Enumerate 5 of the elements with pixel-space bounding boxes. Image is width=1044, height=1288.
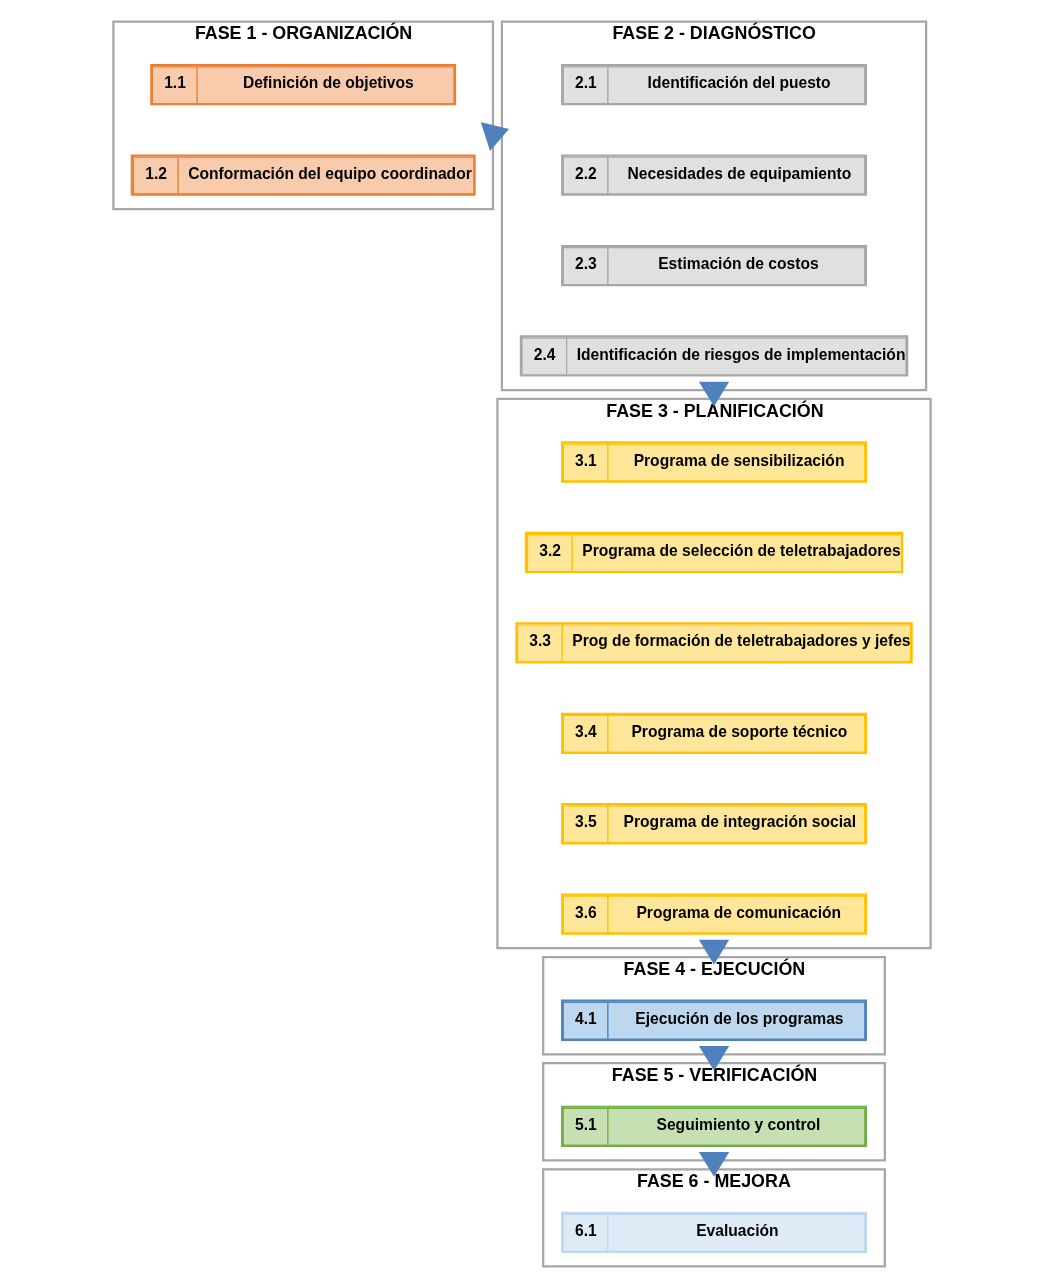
arrow [480, 122, 509, 152]
arrow [698, 1045, 730, 1071]
arrow [698, 381, 730, 407]
arrow [698, 1151, 730, 1177]
arrow [698, 939, 730, 965]
